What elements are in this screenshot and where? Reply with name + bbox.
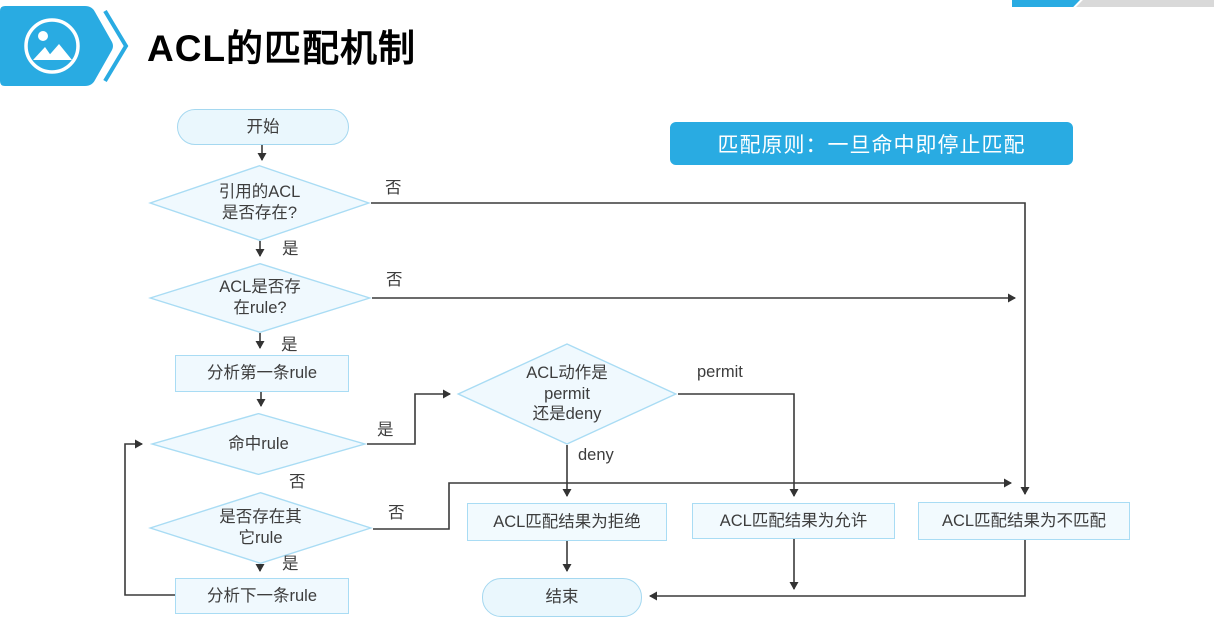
icon-picture-mountain-large	[45, 44, 72, 60]
node-result-deny-label: ACL匹配结果为拒绝	[493, 512, 641, 531]
match-principle-banner: 匹配原则：一旦命中即停止匹配	[670, 122, 1073, 165]
node-rule-exists-label: ACL是否存 在rule?	[219, 278, 301, 317]
node-acl-exists-label: 引用的ACL 是否存在?	[218, 183, 301, 222]
node-start: 开始	[177, 109, 349, 145]
page-title: ACL的匹配机制	[147, 28, 417, 69]
edge-label-hit-rule-no: 否	[289, 473, 306, 491]
icon-chevron	[103, 9, 129, 83]
top-accent-strip-blue	[1012, 0, 1080, 7]
icon-picture-circle	[24, 18, 80, 74]
diamond-shape	[150, 413, 367, 475]
edge-label-acl-exists-yes: 是	[282, 240, 299, 258]
icon-arrow-shape	[0, 6, 113, 86]
node-start-label: 开始	[246, 117, 280, 136]
top-accent-strip-gray	[1076, 0, 1214, 7]
node-other-rule: 是否存在其 它rule	[148, 492, 373, 564]
node-hit-rule: 命中rule	[150, 413, 367, 475]
node-hit-rule-label: 命中rule	[228, 434, 289, 453]
node-result-nomatch-label: ACL匹配结果为不匹配	[941, 511, 1107, 530]
node-first-rule: 分析第一条rule	[175, 355, 349, 392]
diamond-shape	[148, 492, 373, 564]
node-other-rule-label: 是否存在其 它rule	[219, 508, 302, 547]
node-result-permit: ACL匹配结果为允许	[692, 503, 895, 539]
edge-label-other-rule-no: 否	[388, 504, 405, 522]
node-end: 结束	[482, 578, 642, 617]
image-icon	[0, 6, 129, 86]
node-end-label: 结束	[545, 588, 579, 607]
edge-label-rule-exists-no: 否	[386, 271, 403, 289]
node-result-nomatch: ACL匹配结果为不匹配	[918, 502, 1130, 540]
node-acl-exists: 引用的ACL 是否存在?	[148, 165, 371, 241]
node-result-permit-label: ACL匹配结果为允许	[719, 511, 868, 530]
node-first-rule-label: 分析第一条rule	[206, 364, 317, 383]
edge-label-action-permit: permit	[697, 363, 743, 381]
node-next-rule-label: 分析下一条rule	[206, 586, 317, 605]
edge-label-other-rule-yes: 是	[282, 555, 299, 573]
icon-picture-dot	[38, 31, 48, 41]
node-acl-action: ACL动作是 permit 还是deny	[456, 343, 678, 445]
edge-label-rule-exists-yes: 是	[281, 336, 298, 354]
diamond-shape	[148, 165, 371, 241]
node-rule-exists: ACL是否存 在rule?	[148, 263, 372, 333]
edge-label-action-deny: deny	[578, 446, 614, 464]
edge-label-acl-exists-no: 否	[385, 179, 402, 197]
edge-action-permit	[678, 393, 799, 497]
node-acl-action-label: ACL动作是 permit 还是deny	[526, 364, 608, 424]
node-next-rule: 分析下一条rule	[175, 578, 349, 614]
edge-label-hit-rule-yes: 是	[377, 421, 394, 439]
edge-nomatch-to-end	[649, 538, 1026, 601]
diamond-shape	[148, 263, 372, 333]
node-result-deny: ACL匹配结果为拒绝	[467, 503, 667, 541]
